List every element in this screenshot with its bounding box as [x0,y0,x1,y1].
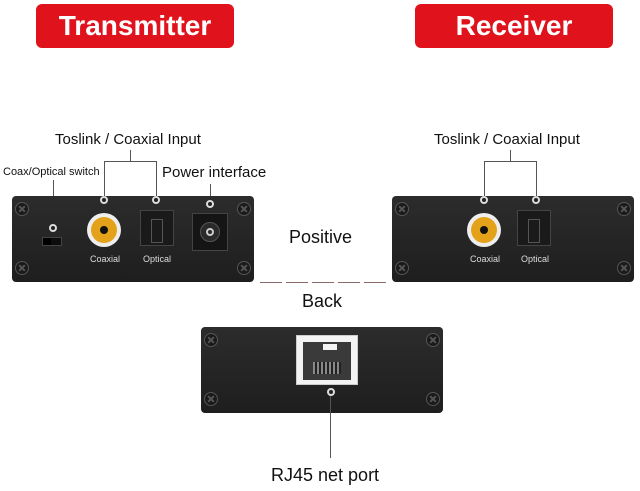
optical-leader [156,161,157,197]
back-panel [201,327,443,413]
screw-icon [617,261,631,275]
rj45-leader [330,396,331,458]
divider-dash [286,282,308,283]
transmitter-front-panel: Coaxial Optical [12,196,254,282]
coaxial-port [87,213,121,247]
receiver-coaxial-port-label: Coaxial [470,254,501,264]
screw-icon [15,261,29,275]
rj45-marker [327,388,335,396]
receiver-input-leader [510,150,511,162]
coaxial-marker [100,196,108,204]
coax-optical-switch-label: Coax/Optical switch [3,166,100,178]
receiver-optical-leader [536,161,537,197]
receiver-input-bracket [484,161,537,162]
receiver-coaxial-leader [484,161,485,197]
coax-optical-switch [42,237,62,246]
rj45-port [296,335,358,385]
coaxial-port-label: Coaxial [90,254,121,264]
receiver-front-panel: Coaxial Optical [392,196,634,282]
transmitter-input-label: Toslink / Coaxial Input [55,131,201,148]
screw-icon [15,202,29,216]
transmitter-input-leader [130,150,131,162]
screw-icon [237,261,251,275]
screw-icon [426,333,440,347]
receiver-optical-port-label: Optical [521,254,550,264]
divider-dash [260,282,282,283]
divider-dash [312,282,334,283]
transmitter-badge: Transmitter [36,4,234,48]
optical-marker [152,196,160,204]
power-leader [210,184,211,201]
screw-icon [237,202,251,216]
receiver-optical-marker [532,196,540,204]
divider-dash [364,282,386,283]
rj45-label: RJ45 net port [271,465,380,485]
optical-port [140,210,174,246]
screw-icon [204,392,218,406]
positive-view-label: Positive [289,227,353,247]
transmitter-input-bracket [104,161,157,162]
screw-icon [395,202,409,216]
coaxial-leader [104,161,105,197]
screw-icon [617,202,631,216]
screw-icon [395,261,409,275]
power-jack [192,213,228,251]
receiver-coaxial-marker [480,196,488,204]
divider-dash [338,282,360,283]
back-view-label: Back [302,291,343,311]
receiver-badge: Receiver [415,4,613,48]
screw-icon [204,333,218,347]
receiver-optical-port [517,210,551,246]
power-marker [206,200,214,208]
power-interface-label: Power interface [162,164,267,181]
receiver-input-label: Toslink / Coaxial Input [434,131,580,148]
receiver-coaxial-port [467,213,501,247]
screw-icon [426,392,440,406]
switch-marker [49,224,57,232]
optical-port-label: Optical [143,254,172,264]
